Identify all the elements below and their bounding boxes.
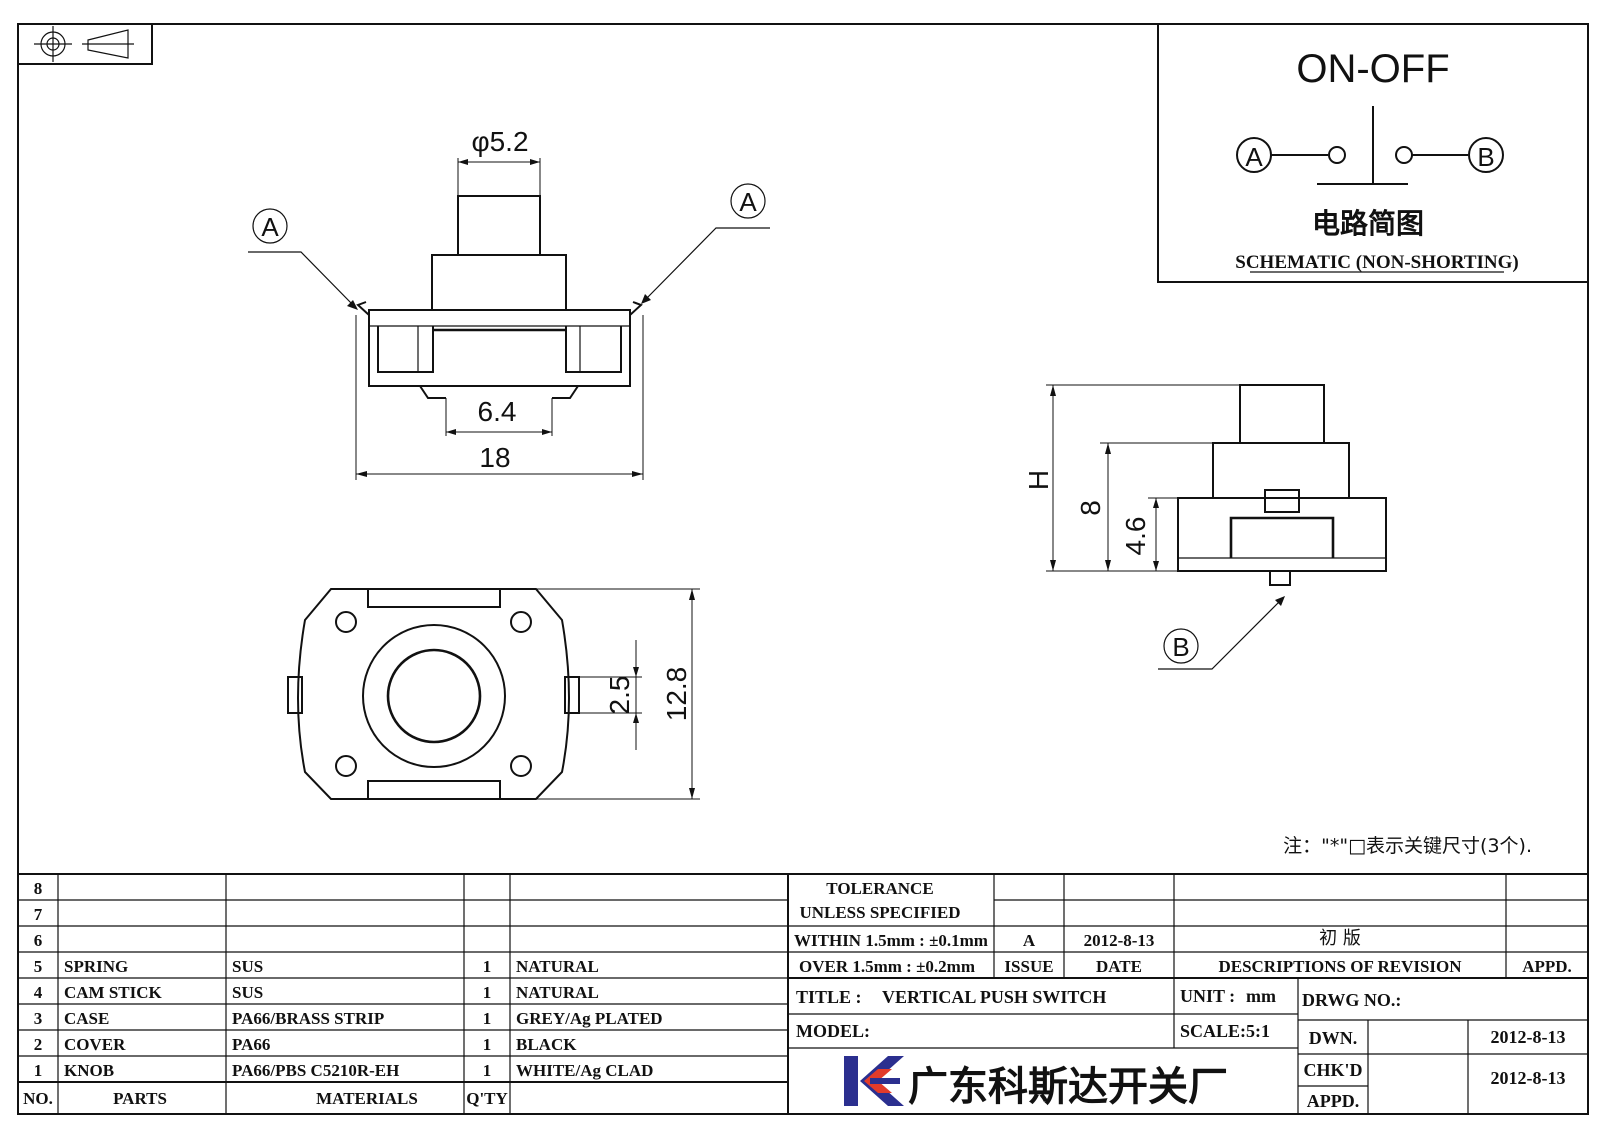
drawing-number-label: DRWG NO.: xyxy=(1302,990,1401,1010)
bom-row-1-material: PA66/PBS C5210R-EH xyxy=(232,1061,399,1080)
bom-row-1-qty: 1 xyxy=(483,1061,492,1080)
unit-label: UNIT : xyxy=(1180,986,1235,1006)
dim-base-height: 4.6 xyxy=(1120,517,1151,556)
bom-row-4-part: CAM STICK xyxy=(64,983,163,1002)
sheet-border xyxy=(17,23,1589,1115)
revision-description: 初 版 xyxy=(1319,928,1361,949)
revision-desc-label: DESCRIPTIONS OF REVISION xyxy=(1218,957,1462,976)
tolerance-within: WITHIN 1.5mm : ±0.1mm xyxy=(794,931,988,950)
company-logo-icon xyxy=(844,1056,904,1106)
dim-body-depth: 12.8 xyxy=(661,667,692,722)
schematic-box: ON-OFF A B 电路简图 SCHEMATIC (NON-SHORTING) xyxy=(1157,23,1589,283)
revision-issue-label: ISSUE xyxy=(1004,957,1053,976)
tolerance-revision-block: TOLERANCE UNLESS SPECIFIED WITHIN 1.5mm … xyxy=(787,873,1589,979)
dim-inner-width: 6.4 xyxy=(478,396,517,427)
schematic-caption-cn: 电路简图 xyxy=(1312,207,1424,240)
bom-header-qty: Q'TY xyxy=(466,1089,508,1108)
bom-table: 8 7 6 5 SPRING SUS 1 NATURAL 4 CAM STICK… xyxy=(17,873,789,1115)
bom-row-4-finish: NATURAL xyxy=(516,983,599,1002)
bom-row-5-qty: 1 xyxy=(483,957,492,976)
schematic-caption-en: SCHEMATIC (NON-SHORTING) xyxy=(1235,252,1518,273)
key-dimension-note: 注："*"□表示关键尺寸(3个). xyxy=(1283,835,1532,857)
title-label: TITLE : xyxy=(796,987,862,1007)
schematic-terminal-a: A xyxy=(1245,142,1263,172)
bom-row-1-part: KNOB xyxy=(64,1061,114,1080)
bom-row-2-qty: 1 xyxy=(483,1035,492,1054)
front-callout-a-right: A xyxy=(739,187,757,217)
bom-row-6-no: 6 xyxy=(34,931,43,950)
title-block: TITLE : VERTICAL PUSH SWITCH UNIT : mm D… xyxy=(787,977,1589,1115)
bom-row-4-qty: 1 xyxy=(483,983,492,1002)
projection-symbol-icon xyxy=(17,23,153,65)
bom-row-2-material: PA66 xyxy=(232,1035,270,1054)
bom-row-3-no: 3 xyxy=(34,1009,43,1028)
terminal-b-icon xyxy=(1468,137,1504,173)
revision-date: 2012-8-13 xyxy=(1084,931,1155,950)
front-callout-a-left: A xyxy=(261,212,279,242)
dim-overall-width: 18 xyxy=(479,442,510,473)
scale-label: SCALE: xyxy=(1180,1021,1246,1041)
drawn-date: 2012-8-13 xyxy=(1491,1027,1566,1047)
tolerance-over: OVER 1.5mm : ±0.2mm xyxy=(799,957,975,976)
bom-header-parts: PARTS xyxy=(113,1089,167,1108)
bom-row-3-material: PA66/BRASS STRIP xyxy=(232,1009,384,1028)
side-view: H 8 4.6 B xyxy=(1023,384,1387,670)
side-callout-b: B xyxy=(1172,632,1189,662)
bom-header-no: NO. xyxy=(23,1089,53,1108)
dim-overall-height: H xyxy=(1023,470,1054,490)
bom-row-4-no: 4 xyxy=(34,983,43,1002)
revision-appd-label: APPD. xyxy=(1522,957,1572,976)
bom-row-5-part: SPRING xyxy=(64,957,128,976)
checked-date: 2012-8-13 xyxy=(1491,1068,1566,1088)
bom-row-2-no: 2 xyxy=(34,1035,43,1054)
bom-row-7-no: 7 xyxy=(34,905,43,924)
bom-row-5-no: 5 xyxy=(34,957,43,976)
bom-row-8-no: 8 xyxy=(34,879,43,898)
bom-row-3-qty: 1 xyxy=(483,1009,492,1028)
revision-issue: A xyxy=(1023,931,1036,950)
bom-row-1-finish: WHITE/Ag CLAD xyxy=(516,1061,653,1080)
bom-header-materials: MATERIALS xyxy=(316,1089,418,1108)
model-label: MODEL: xyxy=(796,1021,870,1041)
bom-row-3-finish: GREY/Ag PLATED xyxy=(516,1009,663,1028)
bom-row-2-finish: BLACK xyxy=(516,1035,577,1054)
checked-label: CHK'D xyxy=(1303,1060,1362,1080)
tolerance-title: TOLERANCE xyxy=(826,879,933,898)
tolerance-unless: UNLESS SPECIFIED xyxy=(799,903,960,922)
dim-body-height: 8 xyxy=(1075,500,1106,516)
dim-knob-diameter: φ5.2 xyxy=(471,126,528,157)
schematic-terminal-b: B xyxy=(1477,142,1494,172)
bom-row-3-part: CASE xyxy=(64,1009,109,1028)
schematic-title: ON-OFF xyxy=(1296,47,1449,91)
front-view: A A φ5.2 6.4 18 xyxy=(248,126,770,480)
revision-date-label: DATE xyxy=(1096,957,1142,976)
title-value: VERTICAL PUSH SWITCH xyxy=(882,987,1106,1007)
approved-label: APPD. xyxy=(1307,1091,1360,1111)
bom-row-1-no: 1 xyxy=(34,1061,43,1080)
company-name: 广东科斯达开关厂 xyxy=(908,1064,1228,1110)
bom-row-5-material: SUS xyxy=(232,957,263,976)
top-view: 2.5 12.8 xyxy=(287,588,700,800)
drawn-label: DWN. xyxy=(1309,1028,1358,1048)
bom-row-4-material: SUS xyxy=(232,983,263,1002)
scale-value: 5:1 xyxy=(1246,1021,1270,1041)
bom-row-5-finish: NATURAL xyxy=(516,957,599,976)
dim-tab-width: 2.5 xyxy=(604,676,635,715)
unit-value: mm xyxy=(1246,986,1276,1006)
bom-row-2-part: COVER xyxy=(64,1035,126,1054)
